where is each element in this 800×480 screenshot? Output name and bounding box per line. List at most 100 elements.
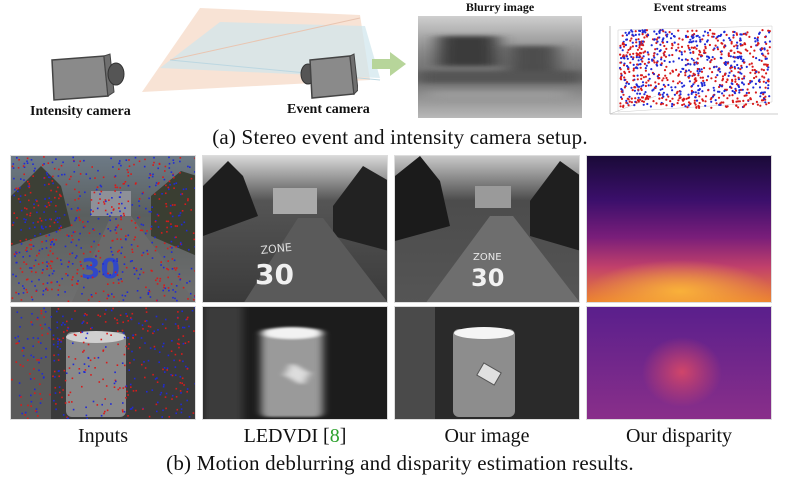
event-point [26, 291, 28, 294]
event-point [26, 278, 29, 281]
event-point [56, 419, 58, 420]
event-point [35, 411, 38, 413]
event-point [753, 37, 757, 40]
event-point [619, 53, 622, 56]
event-point [180, 223, 183, 226]
event-point [40, 342, 42, 344]
event-point [640, 77, 643, 80]
column-label-ledvdi: LEDVDI [8] [202, 425, 388, 448]
event-point [141, 324, 144, 326]
event-point [690, 89, 693, 92]
event-point [34, 388, 36, 391]
event-point [732, 36, 735, 39]
event-point [30, 244, 33, 246]
event-point [754, 82, 757, 85]
event-point [731, 99, 734, 102]
event-point [737, 67, 740, 70]
event-point [56, 321, 58, 324]
event-point [619, 105, 622, 108]
event-point [734, 87, 737, 90]
event-point [695, 106, 698, 109]
event-point [647, 61, 651, 64]
event-point [638, 92, 642, 95]
event-point [51, 272, 54, 275]
event-point [752, 55, 755, 59]
event-point [746, 88, 749, 91]
event-point [114, 271, 117, 274]
event-point [698, 36, 701, 39]
event-point [51, 161, 54, 164]
event-point [110, 157, 112, 160]
event-point [703, 66, 706, 70]
event-point [44, 219, 47, 221]
event-point [88, 232, 91, 234]
event-point [142, 271, 145, 274]
event-point [168, 162, 171, 165]
event-point [19, 240, 22, 242]
event-point [107, 228, 109, 230]
event-point [79, 160, 81, 163]
blurry-image-title: Blurry image [465, 0, 535, 14]
event-point [43, 184, 46, 186]
event-point [80, 265, 82, 267]
event-point [48, 204, 51, 206]
event-point [692, 83, 695, 86]
event-point [26, 213, 28, 216]
event-point [641, 100, 644, 103]
event-point [741, 60, 744, 63]
event-point [625, 34, 628, 37]
event-point [634, 97, 637, 100]
event-point [699, 40, 702, 43]
event-point [67, 274, 69, 277]
event-point [53, 399, 55, 402]
event-point [714, 76, 717, 79]
event-point [71, 284, 74, 286]
event-point [189, 166, 191, 168]
event-point [733, 51, 736, 55]
event-point [693, 99, 696, 102]
event-point [42, 283, 45, 285]
event-point [147, 253, 149, 255]
event-point [723, 73, 726, 76]
event-point [760, 52, 764, 55]
event-point [175, 387, 178, 390]
event-point [43, 177, 46, 179]
event-point [65, 420, 67, 421]
event-point [144, 342, 146, 344]
event-point [642, 44, 645, 47]
event-point [84, 191, 86, 194]
event-point [671, 42, 674, 45]
event-point [194, 246, 195, 248]
event-point [689, 70, 692, 73]
event-point [644, 84, 647, 88]
event-point [690, 35, 693, 38]
event-point [117, 282, 120, 284]
event-point [763, 48, 766, 51]
event-point [45, 347, 47, 350]
event-point [22, 365, 24, 368]
event-point [131, 248, 133, 251]
event-point [755, 100, 758, 103]
event-point [698, 101, 701, 105]
event-point [671, 53, 674, 57]
event-point [66, 320, 68, 323]
event-point [668, 60, 671, 64]
event-point [106, 332, 108, 335]
event-point [26, 250, 28, 253]
event-point [177, 214, 180, 217]
event-point [145, 311, 148, 313]
event-point [735, 32, 738, 35]
citation-link[interactable]: 8 [329, 425, 340, 447]
event-point [163, 294, 166, 297]
event-point [653, 52, 656, 55]
event-point [764, 55, 767, 58]
event-point [171, 247, 173, 249]
event-point [13, 194, 15, 197]
event-point [629, 47, 632, 50]
event-point [24, 411, 27, 414]
event-point [710, 100, 713, 103]
event-point [641, 33, 644, 36]
event-point [103, 201, 105, 203]
event-point [631, 58, 634, 61]
event-point [729, 49, 733, 52]
